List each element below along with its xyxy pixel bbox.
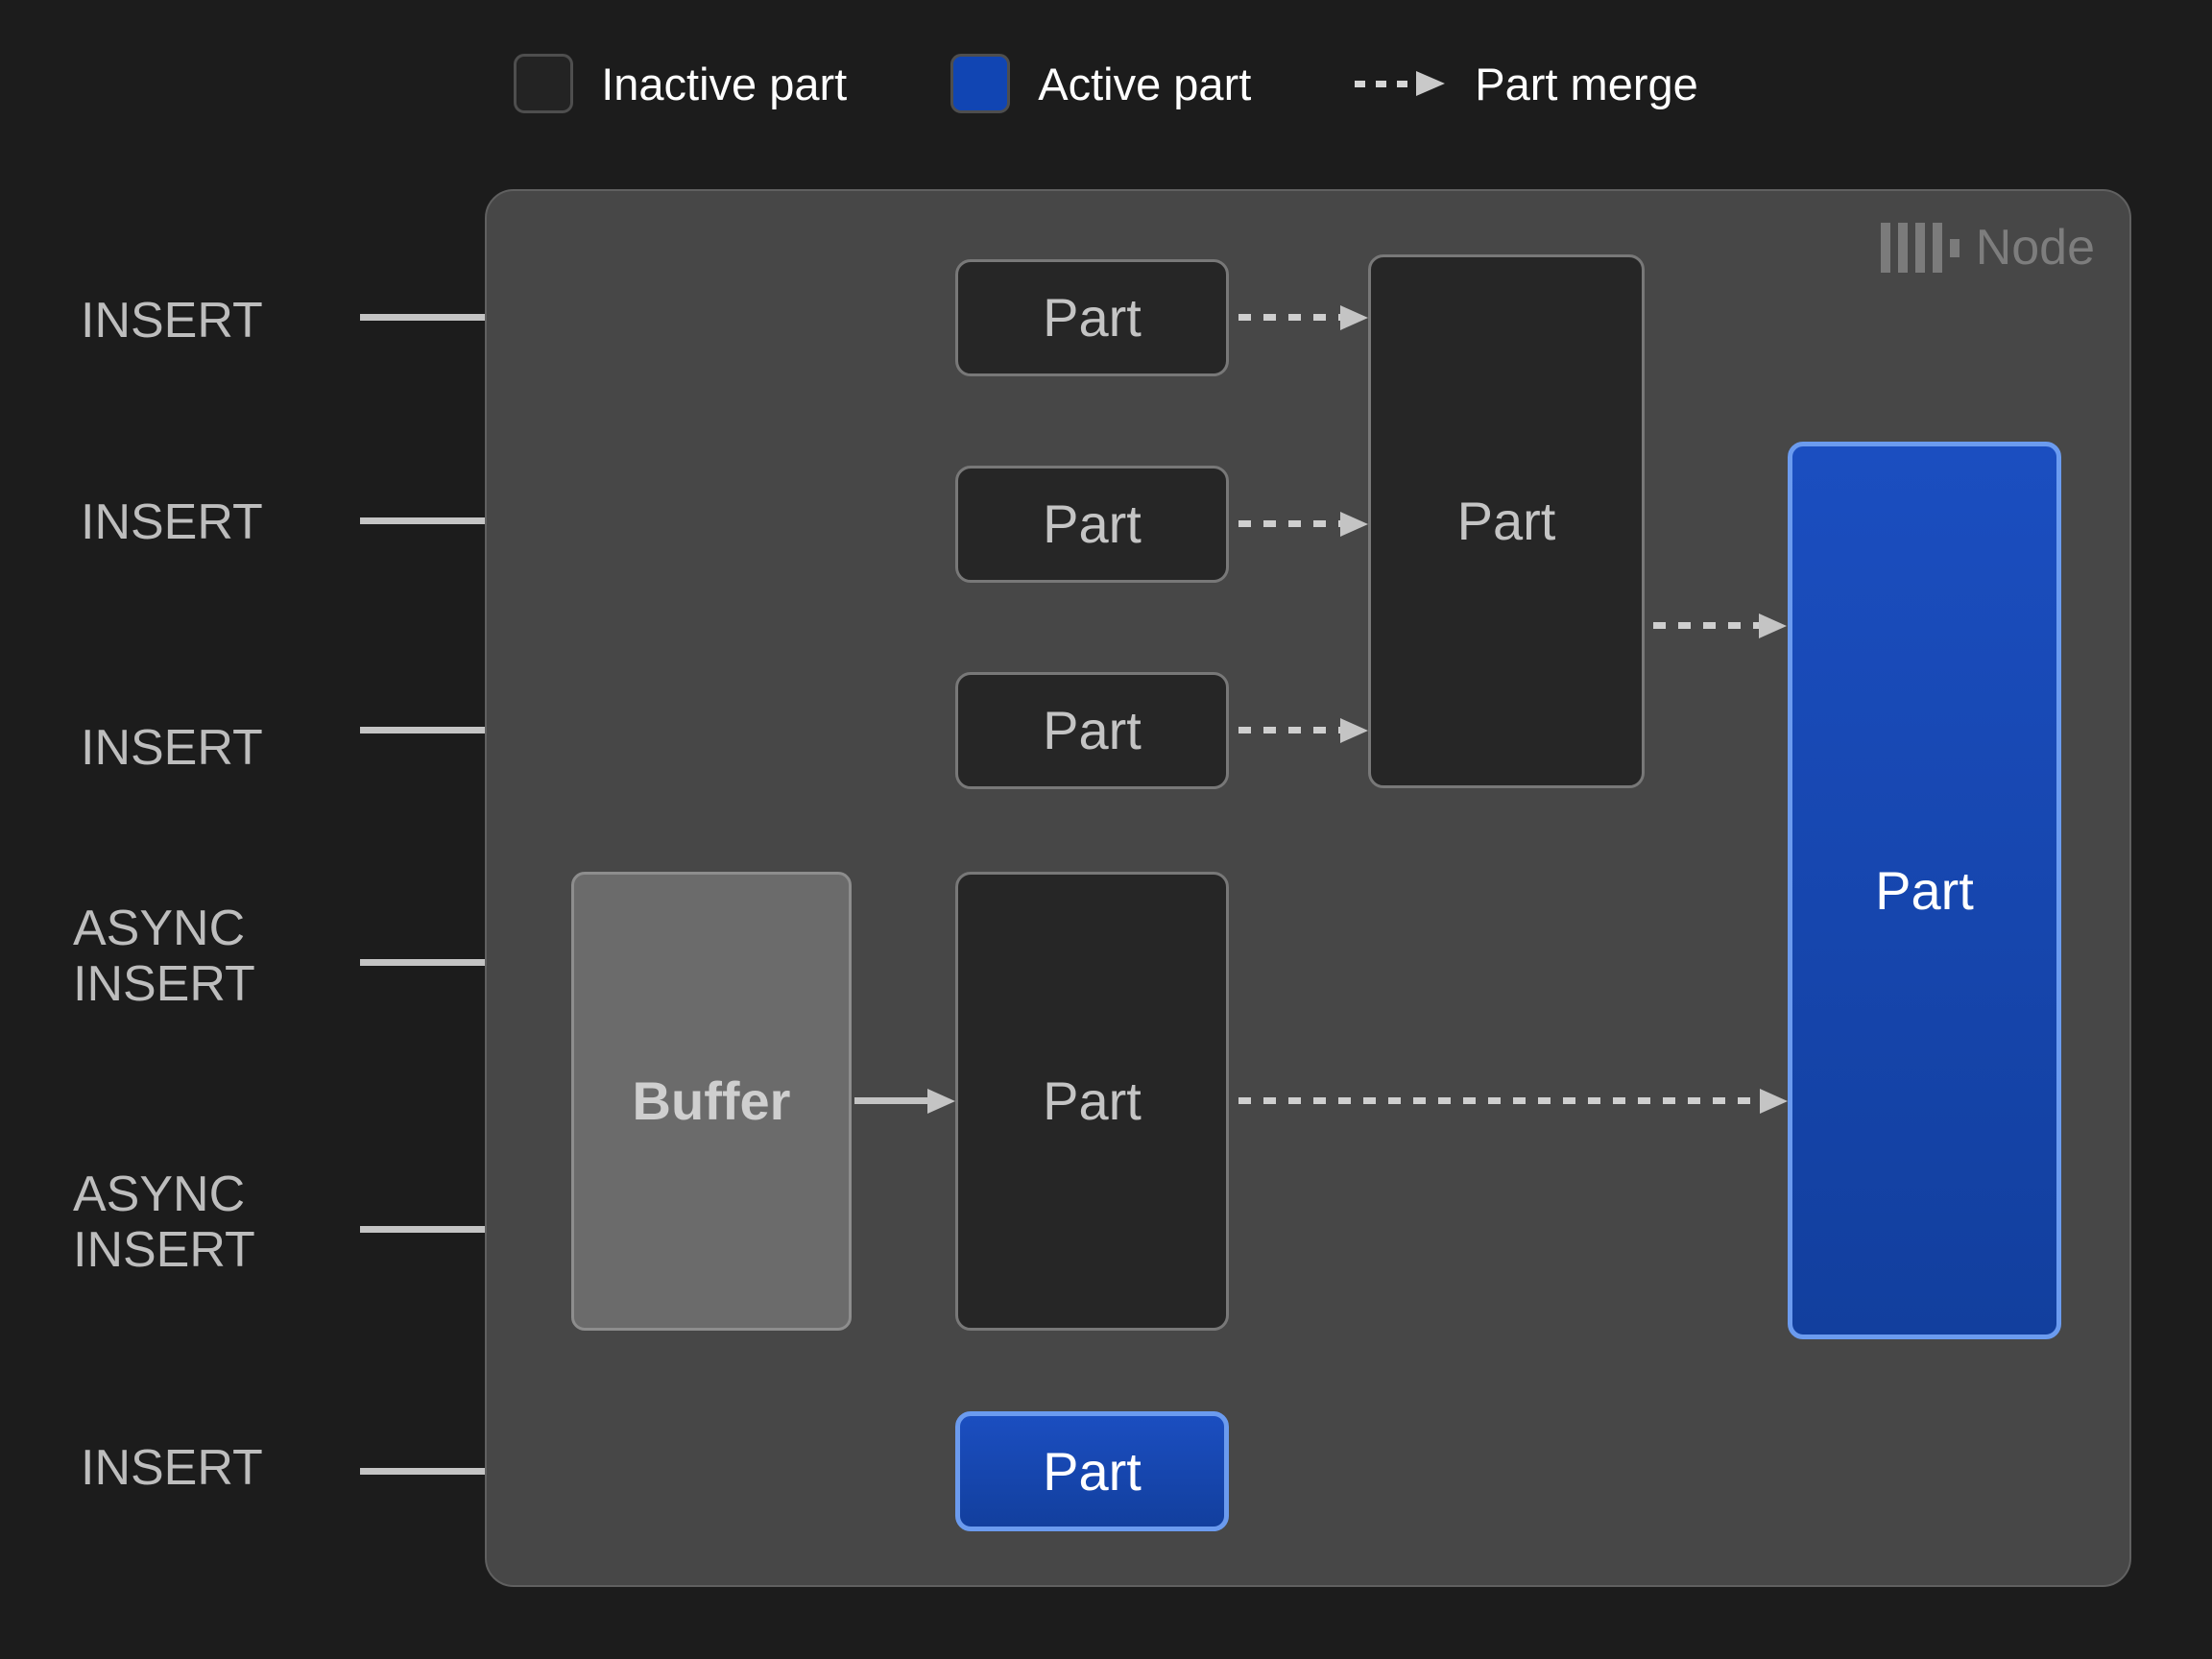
buffer-part-box[interactable]: Part — [955, 872, 1229, 1331]
part-box-row-1-label: Part — [1043, 287, 1142, 348]
buffer-box[interactable]: Buffer — [571, 872, 852, 1331]
legend-item-active-part: Active part — [950, 54, 1251, 113]
merged-part-box-label: Part — [1456, 491, 1556, 551]
source-label-insert-4: INSERT — [81, 1440, 263, 1496]
clickhouse-logo-icon — [1880, 223, 1960, 273]
active-part-swatch-icon — [950, 54, 1011, 113]
merge-arrow-buffer-part-to-active — [1238, 1089, 1793, 1114]
merge-arrow-row-1 — [1238, 305, 1373, 330]
part-box-row-2[interactable]: Part — [955, 466, 1229, 583]
merge-arrow-row-3 — [1238, 718, 1373, 743]
source-label-async-insert-1: ASYNC INSERT — [73, 901, 255, 1013]
legend-label-active-part: Active part — [1038, 58, 1252, 109]
active-part-box[interactable]: Part — [1788, 442, 2061, 1339]
dashed-arrow-icon — [1355, 71, 1447, 96]
source-label-insert-3: INSERT — [81, 720, 263, 776]
inactive-part-swatch-icon — [514, 54, 574, 113]
merge-arrow-row-2 — [1238, 512, 1373, 537]
bottom-active-part-box-label: Part — [1043, 1440, 1142, 1502]
node-tag: Node — [1880, 220, 2095, 276]
merge-arrow-merged-to-active — [1653, 613, 1792, 638]
legend: Inactive part Active part Part merge — [0, 42, 2212, 125]
part-box-row-3-label: Part — [1043, 700, 1142, 760]
legend-label-inactive-part: Inactive part — [601, 58, 848, 109]
node-name-label: Node — [1975, 220, 2095, 276]
arrow-buffer-to-part — [854, 1089, 960, 1114]
active-part-box-label: Part — [1875, 859, 1974, 921]
legend-label-part-merge: Part merge — [1475, 58, 1698, 109]
merged-part-box[interactable]: Part — [1368, 254, 1645, 788]
bottom-active-part-box[interactable]: Part — [955, 1411, 1229, 1531]
buffer-part-box-label: Part — [1043, 1070, 1142, 1131]
source-label-async-insert-2: ASYNC INSERT — [73, 1166, 255, 1279]
buffer-box-label: Buffer — [632, 1070, 791, 1131]
legend-item-inactive-part: Inactive part — [514, 54, 847, 113]
source-label-insert-2: INSERT — [81, 494, 263, 550]
source-label-insert-1: INSERT — [81, 293, 263, 349]
legend-item-part-merge: Part merge — [1355, 58, 1698, 109]
part-box-row-1[interactable]: Part — [955, 259, 1229, 376]
part-box-row-3[interactable]: Part — [955, 672, 1229, 789]
part-box-row-2-label: Part — [1043, 493, 1142, 554]
